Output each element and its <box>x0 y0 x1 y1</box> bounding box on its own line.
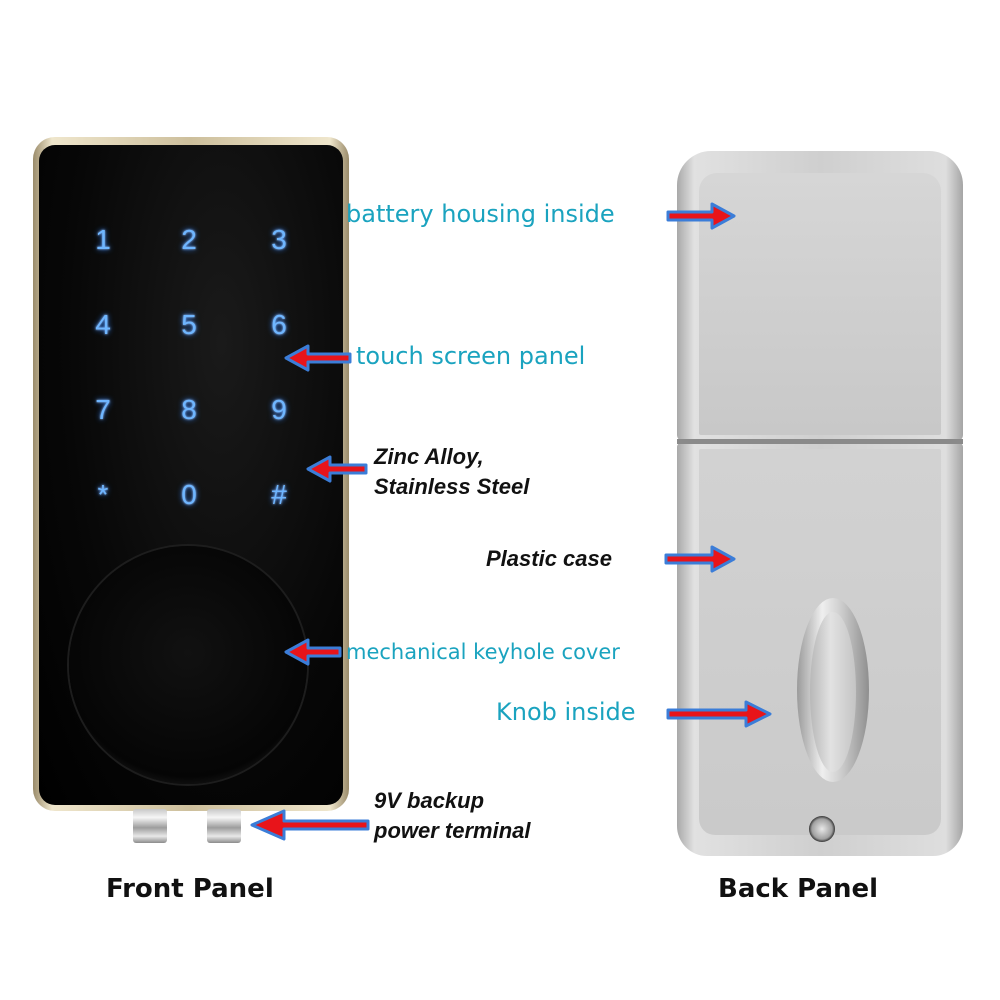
keypad-key-3[interactable]: 3 <box>271 224 287 255</box>
label-terminal-line2: power terminal <box>374 818 531 843</box>
keypad-key-8[interactable]: 8 <box>181 394 197 425</box>
thumb-turn-knob-face <box>810 612 856 772</box>
caption-back-panel: Back Panel <box>718 874 879 904</box>
label-material-line1: Zinc Alloy, <box>374 444 484 469</box>
keyhole-cover-knob[interactable] <box>69 546 307 784</box>
keypad-key-star[interactable]: * <box>97 479 109 510</box>
keypad-key-6[interactable]: 6 <box>271 309 287 340</box>
keypad-key-2[interactable]: 2 <box>181 224 197 255</box>
arrow-power-terminal <box>250 809 370 841</box>
label-plastic-case: Plastic case <box>486 546 612 571</box>
label-knob-inside: Knob inside <box>496 698 636 726</box>
keypad-key-4[interactable]: 4 <box>95 309 111 340</box>
housing-seam <box>677 439 963 444</box>
label-terminal-line1: 9V backup <box>374 788 485 813</box>
power-terminal-right <box>207 809 241 843</box>
label-keyhole-cover: mechanical keyhole cover <box>346 640 620 664</box>
keypad-key-5[interactable]: 5 <box>181 309 197 340</box>
caption-front-panel: Front Panel <box>106 874 274 904</box>
label-touch-screen: touch screen panel <box>356 342 586 370</box>
keypad-key-hash[interactable]: # <box>271 479 287 510</box>
power-terminal-left <box>133 809 167 843</box>
keypad-key-7[interactable]: 7 <box>95 394 111 425</box>
keypad-key-9[interactable]: 9 <box>271 394 287 425</box>
battery-cover <box>699 173 941 435</box>
label-battery-housing: battery housing inside <box>346 200 615 228</box>
label-material-line2: Stainless Steel <box>374 474 530 499</box>
keypad-key-1[interactable]: 1 <box>95 224 111 255</box>
keypad-key-0[interactable]: 0 <box>181 479 197 510</box>
screw-hole-icon <box>809 816 835 842</box>
